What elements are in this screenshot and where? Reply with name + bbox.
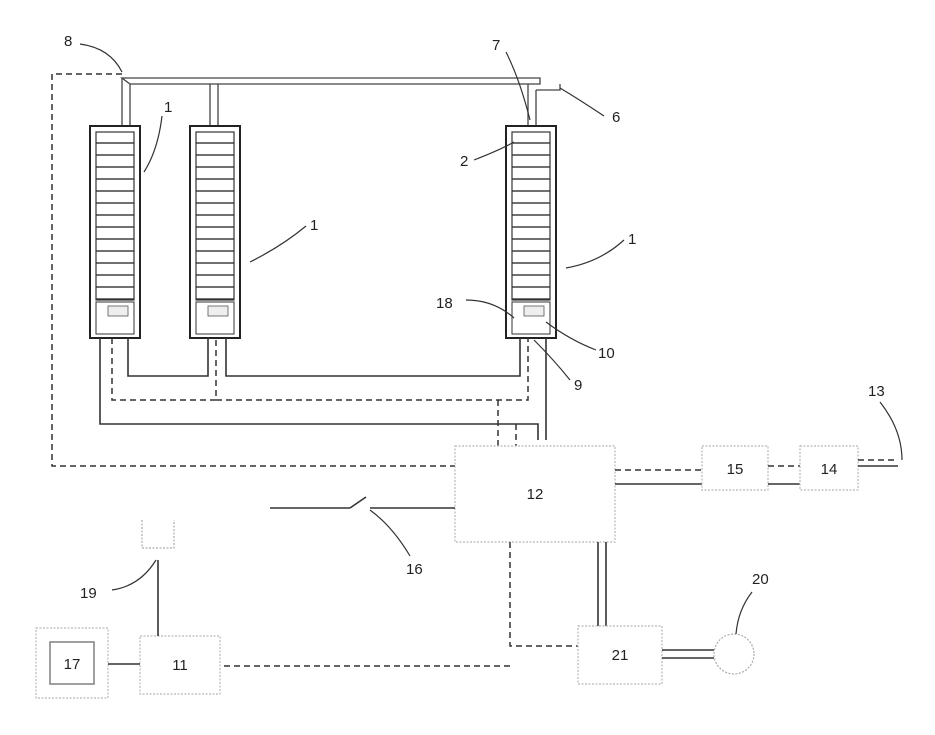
ref-2-label: 2	[460, 153, 468, 170]
box-21-label: 21	[612, 647, 629, 664]
ref-9-label: 9	[574, 377, 582, 394]
dashed-line-12-to-11-21	[220, 542, 578, 666]
radiator-unit-right	[506, 126, 556, 338]
top-manifold-pipe	[122, 78, 560, 126]
box-15-label: 15	[727, 461, 744, 478]
box-11-label: 11	[172, 657, 188, 674]
ref-6-label: 6	[612, 109, 620, 126]
line-12-to-21	[598, 542, 606, 626]
ref-7-label: 7	[492, 37, 500, 54]
lower-pipes	[100, 338, 546, 446]
pump-20	[662, 634, 754, 674]
ref-16-label: 16	[406, 561, 423, 578]
ref-20-label: 20	[752, 571, 769, 588]
box-11: 11	[140, 636, 220, 694]
power-switch-16	[270, 497, 455, 508]
box-14-label: 14	[821, 461, 838, 478]
radiator-unit-middle	[190, 126, 240, 338]
line-to-units-15-14: 15 14	[615, 446, 898, 490]
box-21: 21	[578, 626, 662, 684]
ref-1-left-label: 1	[164, 99, 172, 116]
ref-1-right-label: 1	[628, 231, 636, 248]
sensor-19	[142, 520, 174, 636]
ref-13-label: 13	[868, 383, 885, 400]
ref-19-label: 19	[80, 585, 97, 602]
box-17-label: 17	[64, 656, 81, 673]
ref-8-label: 8	[64, 33, 72, 50]
radiator-unit-left	[90, 126, 140, 338]
box-17: 17	[36, 628, 108, 698]
box-12-label: 12	[527, 486, 544, 503]
ref-1-middle-label: 1	[310, 217, 318, 234]
controller-box-12: 12	[455, 446, 615, 542]
ref-10-label: 10	[598, 345, 615, 362]
ref-18-label: 18	[436, 295, 453, 312]
